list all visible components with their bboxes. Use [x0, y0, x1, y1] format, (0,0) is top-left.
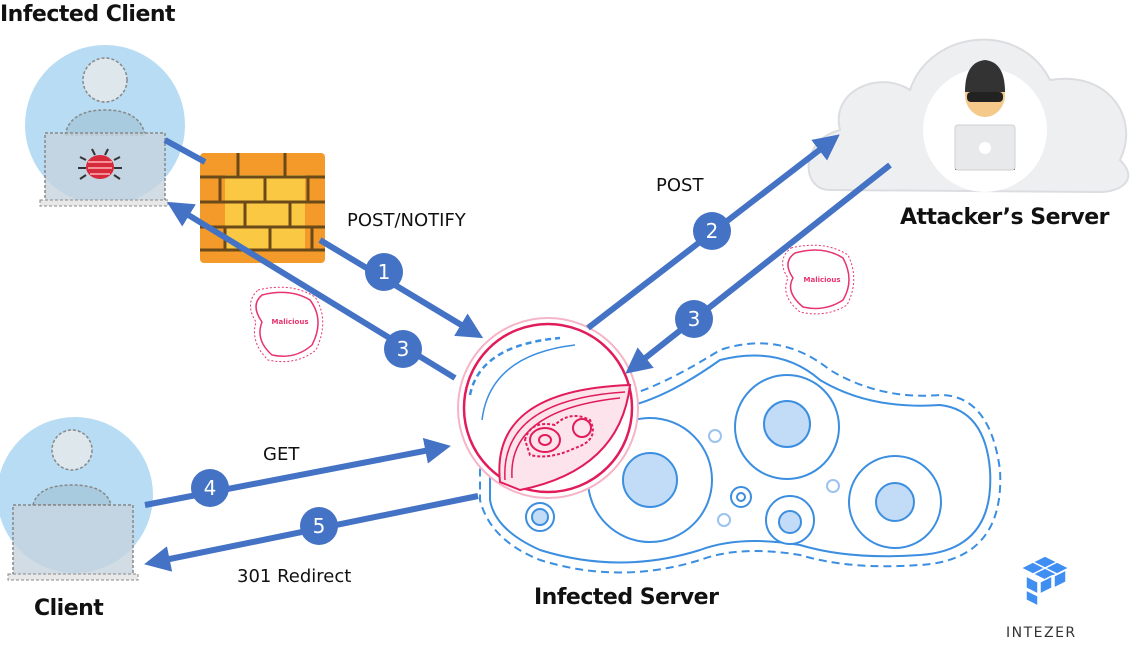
malicious-badge-left-label: Malicious: [271, 318, 309, 326]
infected-server-icon: [457, 317, 639, 499]
client-icon: [0, 417, 153, 581]
step-4-marker: 4: [191, 469, 229, 507]
server-cluster-icon: [479, 342, 1002, 574]
infected-server-title: Infected Server: [534, 585, 719, 610]
malicious-badge-right: [782, 244, 855, 315]
step-3-marker-client: 3: [384, 330, 422, 368]
client-title: Client: [34, 596, 104, 621]
malicious-badge-right-label: Malicious: [803, 276, 841, 284]
infected-client-icon: [25, 45, 185, 207]
step-1-marker: 1: [365, 253, 403, 291]
flow-5-label: 301 Redirect: [237, 566, 352, 587]
attacker-cloud-icon: [807, 38, 1130, 194]
flow-2-label: POST: [656, 175, 704, 196]
step-2-marker: 2: [693, 212, 731, 250]
arrow-flow-3-to-server: [625, 162, 892, 374]
arrow-infected-client-to-firewall: [163, 137, 207, 165]
bug-icon: [78, 148, 122, 180]
attacker-server-title: Attacker’s Server: [900, 205, 1110, 230]
firewall-icon: [200, 153, 325, 263]
brand-name: INTEZER: [1006, 625, 1077, 641]
arrow-flow-1: [318, 237, 484, 339]
intezer-logo-icon: [1019, 555, 1071, 608]
infected-client-title: Infected Client: [0, 2, 176, 27]
attacker-icon: [954, 60, 1016, 171]
malicious-badge-left: [250, 286, 324, 363]
flow-1-label: POST/NOTIFY: [347, 210, 466, 231]
step-3-marker-attacker: 3: [675, 300, 713, 338]
step-5-marker: 5: [300, 507, 338, 545]
flow-4-label: GET: [263, 444, 300, 465]
